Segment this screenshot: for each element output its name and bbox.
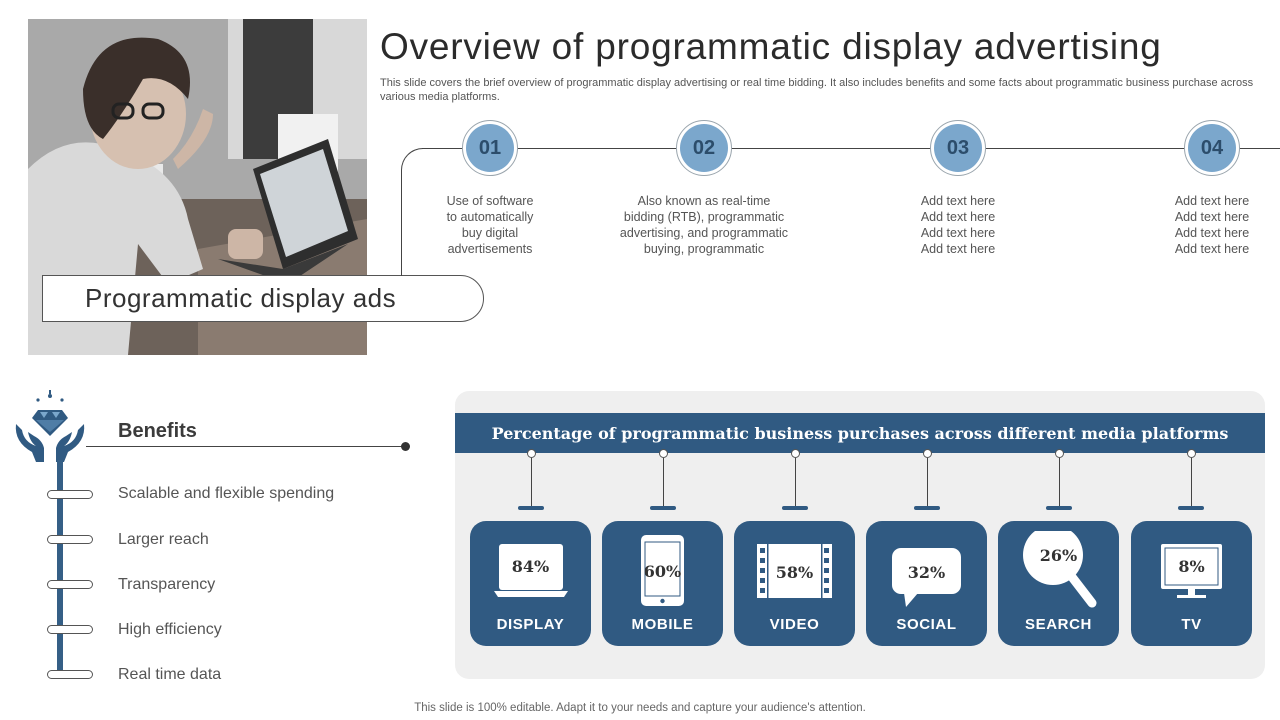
- platform-label: DISPLAY: [496, 616, 565, 633]
- card-connector: [1176, 449, 1206, 511]
- timeline-connector: [401, 148, 431, 276]
- platform-card-tv: 8% TV: [1131, 521, 1252, 646]
- platform-percent: 84%: [511, 557, 550, 576]
- platform-label: SEARCH: [1025, 616, 1092, 633]
- timeline-step-03: 03 Add text here Add text here Add text …: [868, 120, 1048, 257]
- benefit-item: Real time data: [118, 666, 222, 683]
- page-subtitle: This slide covers the brief overview of …: [380, 77, 1254, 103]
- smartphone-icon: [641, 535, 684, 606]
- step-number: 04: [1188, 124, 1236, 172]
- platform-card-search: 26% SEARCH: [998, 521, 1119, 646]
- step-number: 02: [680, 124, 728, 172]
- benefits-vertical-bar: [57, 460, 63, 678]
- step-number: 03: [934, 124, 982, 172]
- benefit-marker: [47, 580, 93, 589]
- platform-percent: 8%: [1178, 557, 1205, 576]
- benefits-heading: Benefits: [118, 420, 197, 442]
- film-strip-icon: [757, 544, 832, 598]
- card-connector: [912, 449, 942, 511]
- card-connector: [648, 449, 678, 511]
- laptop-icon: [494, 544, 568, 597]
- platform-label: MOBILE: [631, 616, 694, 633]
- card-connector: [780, 449, 810, 511]
- platform-label: SOCIAL: [896, 616, 957, 633]
- platform-card-display: 84% DISPLAY: [470, 521, 591, 646]
- monitor-icon: [1161, 544, 1222, 598]
- platform-label: TV: [1181, 616, 1202, 633]
- platform-card-mobile: 60% MOBILE: [602, 521, 723, 646]
- diamond-hands-icon: [15, 390, 85, 462]
- step-description: Add text here Add text here Add text her…: [920, 194, 996, 256]
- timeline-step-04: 04 Add text here Add text here Add text …: [1122, 120, 1280, 257]
- step-description: Also known as real-time bidding (RTB), p…: [619, 194, 789, 256]
- media-panel-heading: Percentage of programmatic business purc…: [455, 413, 1265, 453]
- timeline-line: [422, 148, 1280, 149]
- step-description: Add text here Add text here Add text her…: [1174, 194, 1250, 256]
- platform-card-video: 58% VIDEO: [734, 521, 855, 646]
- benefit-item: Larger reach: [118, 531, 209, 548]
- benefit-marker: [47, 490, 93, 499]
- step-number-badge: 01: [462, 120, 518, 176]
- page-title: Overview of programmatic display adverti…: [380, 26, 1162, 67]
- step-number: 01: [466, 124, 514, 172]
- platform-label: VIDEO: [769, 616, 820, 633]
- speech-bubble-icon: [892, 548, 961, 607]
- card-connector: [1044, 449, 1074, 511]
- photo-caption: Programmatic display ads: [42, 275, 484, 322]
- benefit-item: Transparency: [118, 576, 216, 593]
- platform-percent: 60%: [643, 562, 682, 581]
- step-number-badge: 04: [1184, 120, 1240, 176]
- step-description: Use of software to automatically buy dig…: [446, 194, 534, 256]
- benefit-marker: [47, 535, 93, 544]
- benefit-item: High efficiency: [118, 621, 222, 638]
- benefit-marker: [47, 625, 93, 634]
- card-connector: [516, 449, 546, 511]
- benefits-divider-dot: [401, 442, 410, 451]
- timeline-step-01: 01 Use of software to automatically buy …: [400, 120, 580, 257]
- footer-note: This slide is 100% editable. Adapt it to…: [414, 702, 866, 714]
- benefits-divider: [86, 446, 406, 447]
- step-number-badge: 03: [930, 120, 986, 176]
- benefit-marker: [47, 670, 93, 679]
- timeline-step-02: 02 Also known as real-time bidding (RTB)…: [614, 120, 794, 257]
- platform-percent: 32%: [907, 563, 946, 582]
- platform-percent: 26%: [1039, 546, 1078, 565]
- magnifier-icon: [1023, 531, 1097, 608]
- step-number-badge: 02: [676, 120, 732, 176]
- platform-card-social: 32% SOCIAL: [866, 521, 987, 646]
- benefit-item: Scalable and flexible spending: [118, 485, 335, 502]
- platform-percent: 58%: [775, 563, 814, 582]
